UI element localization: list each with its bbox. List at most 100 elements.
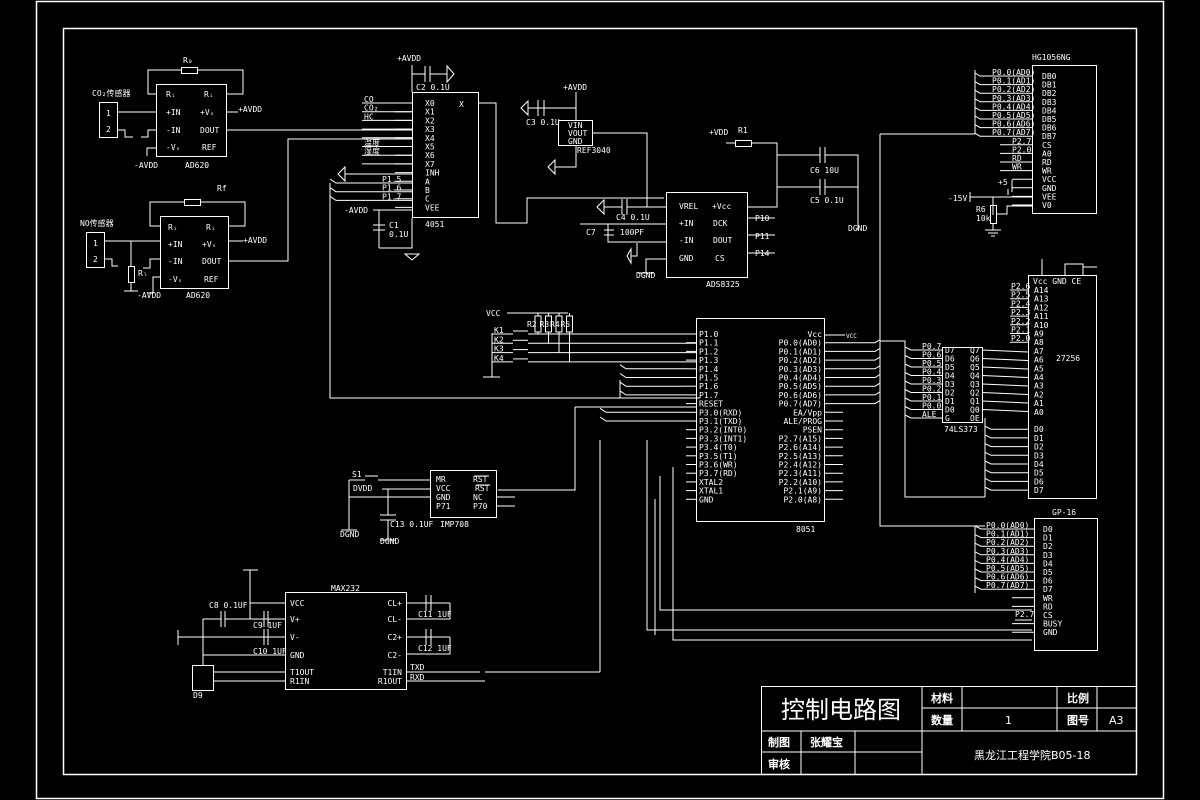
lcd-bus-label: P0.7(AD7) [992, 128, 1035, 137]
mux-port-label: P1.7 [382, 192, 401, 201]
mcu-p1-wire [619, 373, 686, 378]
eprom-block: Vcc GND CE 27256 A14P2.6A13P2.5A12P2.4A1… [984, 259, 1097, 499]
adc-port-p14: P14 [755, 249, 770, 258]
pullup-resistor-label: R2 [527, 320, 537, 329]
ref-chip-label: REF3040 [577, 146, 611, 155]
sensor1-pin2: 2 [106, 125, 111, 134]
sensor2-ad620 [160, 216, 229, 289]
mcu-pin-left: P1.0 [699, 330, 718, 339]
mcu-pin-right: P2.6(A14) [779, 443, 822, 452]
eprom-top-pins: Vcc GND CE [1033, 277, 1081, 286]
lcd-block: HG1056NG DB0DB1DB2DB3DB4DB5DB6DB7CSA0RDW… [880, 53, 1097, 237]
material-label: 材料 [931, 691, 953, 705]
mcu-pin-right: P0.5(AD5) [779, 382, 822, 391]
mcu-pin-right: P0.2(AD2) [779, 356, 822, 365]
lcd-bus-label: P0.4(AD4) [992, 102, 1035, 111]
mcu-pin-left: XTAL1 [699, 487, 723, 496]
mux-pin-vee: VEE [425, 203, 440, 212]
lcd-bus-wire [974, 98, 1032, 103]
mcu-p1-wire [619, 390, 686, 396]
max232-pin-left: V- [290, 633, 300, 642]
rs232-cap-c11: C11 1UF [418, 610, 452, 619]
lcd-bus-wire [974, 132, 1032, 137]
rs232-block: MAX232 VCCV+V-GNDT1OUTR1INCL+CL-C2+C2-T1… [177, 569, 485, 700]
voice-pin: D2 [1043, 542, 1053, 551]
voice-bus-wire [974, 525, 1034, 530]
adc-pin-gnd: GND [679, 254, 694, 263]
quantity-label: 数量 [931, 713, 953, 727]
latch-pin-right: Q2 [970, 389, 980, 398]
key-label: K3 [494, 345, 504, 354]
voice-bus-label: P0.3(AD3) [986, 547, 1029, 556]
supervisor-imp708-chip [430, 470, 497, 518]
latch-pin-left: D0 [945, 406, 955, 415]
lcd-bus-wire [974, 81, 1032, 86]
eprom-pin: A9 [1034, 330, 1044, 339]
latch-bus-wire [904, 380, 942, 385]
lcd-bus-label: P0.0(AD0) [992, 68, 1035, 77]
mcu-pin-left: GND [699, 495, 714, 504]
latch-bus-wire [904, 355, 942, 359]
key-label: K2 [494, 335, 504, 344]
sensor1-ad620 [156, 84, 227, 157]
lcd-pin-v0: V0 [1042, 201, 1052, 210]
mux-pin-inh: INH [425, 169, 440, 178]
mcu-chip-label: 8051 [796, 525, 815, 534]
eprom-pin: D3 [1034, 451, 1044, 460]
latch-bus-label: P0.4 [922, 368, 941, 377]
sensor2-feedback-resistor-label: Rf [217, 184, 227, 193]
lcd-supply-neg: -15V [948, 194, 967, 203]
eprom-pin: A4 [1034, 373, 1044, 382]
mux-neg-supply: -AVDD [344, 206, 368, 215]
lcd-pin-db0: DB0 [1042, 72, 1057, 81]
eprom-pin: A0 [1034, 408, 1044, 417]
mux-pin-x5: X5 [425, 143, 435, 152]
mux-pin-x7: X7 [425, 160, 435, 169]
eprom-pin: D7 [1034, 486, 1044, 495]
voice-pin: D4 [1043, 559, 1053, 568]
latch-pin-left: D5 [945, 363, 955, 372]
sensor1-feedback-resistor-label: R₀ [183, 56, 193, 65]
eprom-pin: A8 [1034, 338, 1044, 347]
adc-block: VREL +IN -IN GND +Vcc DCK DOUT CS ADS832… [580, 126, 867, 289]
rs232-cap-c9: C9 1UF [253, 621, 282, 630]
voice-bus-label: P0.5(AD5) [986, 564, 1029, 573]
eprom-data-wire [984, 469, 1028, 474]
latch-pin-right: Q1 [970, 397, 980, 406]
mcu-pin-right: P2.1(A9) [783, 487, 822, 496]
title-block: 控制电路图 材料 比例 数量 1 图号 A3 制图 张耀宝 审核 黑龙江工程学院… [761, 686, 1137, 775]
voice-bus-wire [974, 542, 1034, 547]
adc-chip-label: ADS8325 [706, 280, 740, 289]
ad620-1-pin-in-neg: -IN [166, 126, 181, 135]
mux-chip-label: 4051 [425, 220, 444, 229]
mcu-pin-right: EA/Vpp [793, 408, 822, 417]
eprom-pin: D2 [1034, 443, 1044, 452]
ad620-1-pin-ref: REF [202, 143, 217, 152]
sensor1-supply-pos: +AVDD [238, 105, 262, 114]
lcd-bus-label: WR [1012, 163, 1022, 172]
sensor1-label: CO₂传感器 [92, 88, 130, 98]
mux-port-label: P1.5 [382, 175, 401, 184]
latch-bus-label: P0.2 [922, 385, 941, 394]
mux-supply-label: +AVDD [397, 54, 421, 63]
lcd-bus-wire [974, 89, 1032, 94]
sensor2-pin2: 2 [93, 255, 98, 264]
latch-q-wire [981, 375, 1029, 378]
supervisor-block: S1 DVDD C13 0.1UF DGND DGND MR VCC GND P… [340, 470, 515, 546]
rs232-cap-c8: C8 0.1UF [209, 601, 248, 610]
eprom-pin: D1 [1034, 434, 1044, 443]
sensor2-bias-resistor-label: Rₗ [138, 269, 148, 278]
adc-pin-vcc: +Vcc [712, 202, 731, 211]
sensor2-block: NO传感器 1 2 Rₗ Rᵢ +IN -IN -Vₛ Rᵢ +Vₛ DOUT … [80, 138, 412, 300]
drawing-no-label: 图号 [1067, 714, 1089, 727]
supervisor-pin-nc: NC [473, 493, 483, 502]
mcu-pin-right: P0.4(AD4) [779, 374, 822, 383]
latch-pin-right: Q6 [970, 355, 980, 364]
sensor2-supply-neg: -AVDD [137, 291, 161, 300]
max232-pin-left: T1OUT [290, 668, 314, 677]
sensor1-supply-neg: -AVDD [134, 161, 158, 170]
latch-q-wire [981, 383, 1029, 387]
ad620-1-pin-dout: DOUT [200, 126, 219, 135]
lcd-pot-name: R6 [976, 205, 986, 214]
lcd-bus-wire [974, 106, 1032, 111]
